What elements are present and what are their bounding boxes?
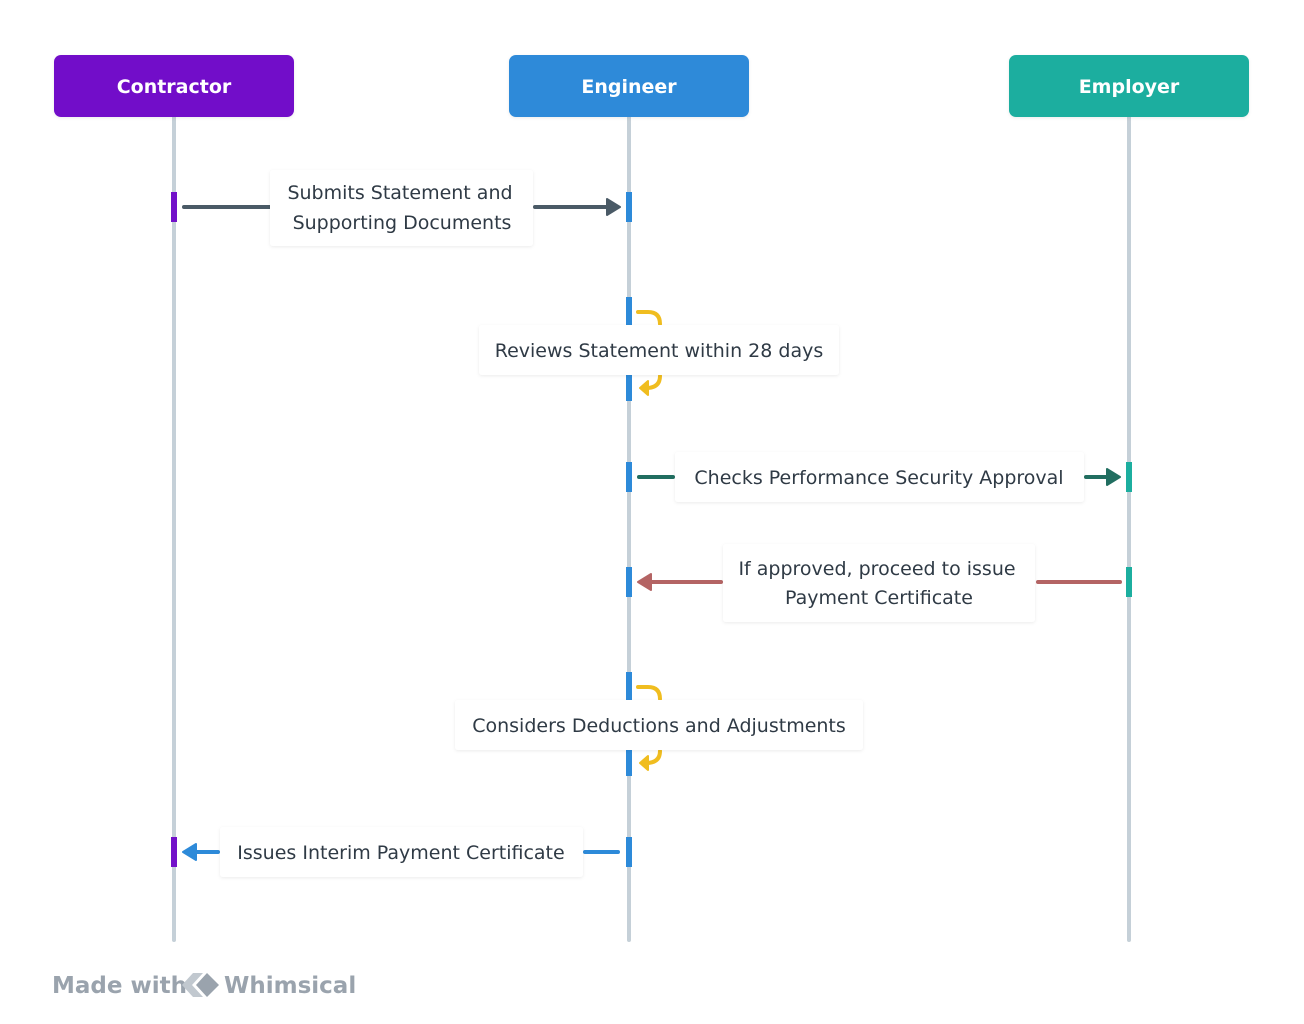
- whimsical-logo-icon: [182, 973, 219, 997]
- activation-bar: [626, 750, 632, 776]
- message-submits-statement[interactable]: Submits Statement and Supporting Documen…: [171, 170, 632, 246]
- message-label-box: [455, 700, 863, 750]
- participant-employer[interactable]: Employer: [1009, 55, 1249, 117]
- message-issues-certificate[interactable]: Issues Interim Payment Certificate: [171, 827, 632, 877]
- self-loop-arrow-top: [636, 685, 662, 701]
- message-label: Issues Interim Payment Certificate: [237, 842, 564, 864]
- arrow-head-icon: [637, 573, 652, 591]
- arrow-head-icon: [182, 843, 197, 861]
- message-checks-security[interactable]: Checks Performance Security Approval: [626, 452, 1132, 502]
- whimsical-brand-text: Whimsical: [224, 973, 356, 999]
- message-label-box: [220, 827, 583, 877]
- made-with-whimsical[interactable]: Made with Whimsical: [52, 973, 356, 999]
- activation-bar: [171, 192, 177, 222]
- message-label: Reviews Statement within 28 days: [495, 340, 823, 362]
- activation-bar: [626, 672, 632, 700]
- participant-box: [1009, 55, 1249, 117]
- message-label: Payment Certificate: [785, 587, 973, 609]
- made-with-text: Made with: [52, 973, 187, 999]
- message-label-box: [479, 325, 839, 375]
- activation-bar: [626, 567, 632, 597]
- message-reviews-statement[interactable]: Reviews Statement within 28 days: [479, 297, 839, 401]
- message-if-approved[interactable]: If approved, proceed to issue Payment Ce…: [626, 544, 1132, 622]
- self-loop-arrow-top: [636, 310, 662, 326]
- activation-bar: [626, 462, 632, 492]
- participant-label: Employer: [1079, 76, 1180, 98]
- activation-bar: [626, 192, 632, 222]
- activation-bar: [626, 837, 632, 867]
- participant-box: [509, 55, 749, 117]
- activation-bar: [626, 375, 632, 401]
- message-label-box: [723, 544, 1035, 622]
- activation-bar: [1126, 567, 1132, 597]
- arrow-head-icon: [1106, 468, 1121, 486]
- message-label: Supporting Documents: [293, 212, 512, 234]
- participant-box: [54, 55, 294, 117]
- participant-engineer[interactable]: Engineer: [509, 55, 749, 117]
- message-label: Submits Statement and: [287, 182, 512, 204]
- arrow-head-icon: [639, 380, 649, 396]
- activation-bar: [1126, 462, 1132, 492]
- participant-contractor[interactable]: Contractor: [54, 55, 294, 117]
- message-considers-deductions[interactable]: Considers Deductions and Adjustments: [455, 672, 863, 776]
- lifelines: [172, 115, 1131, 942]
- arrow-head-icon: [639, 755, 649, 771]
- arrow-head-icon: [606, 198, 621, 216]
- activation-bar: [626, 297, 632, 325]
- message-label-box: [675, 452, 1084, 502]
- message-label: Checks Performance Security Approval: [694, 467, 1063, 489]
- participant-label: Engineer: [581, 76, 677, 98]
- activation-bar: [171, 837, 177, 867]
- message-label-box: [270, 170, 533, 246]
- participant-label: Contractor: [117, 76, 232, 98]
- message-label: If approved, proceed to issue: [738, 558, 1015, 580]
- message-label: Considers Deductions and Adjustments: [472, 715, 846, 737]
